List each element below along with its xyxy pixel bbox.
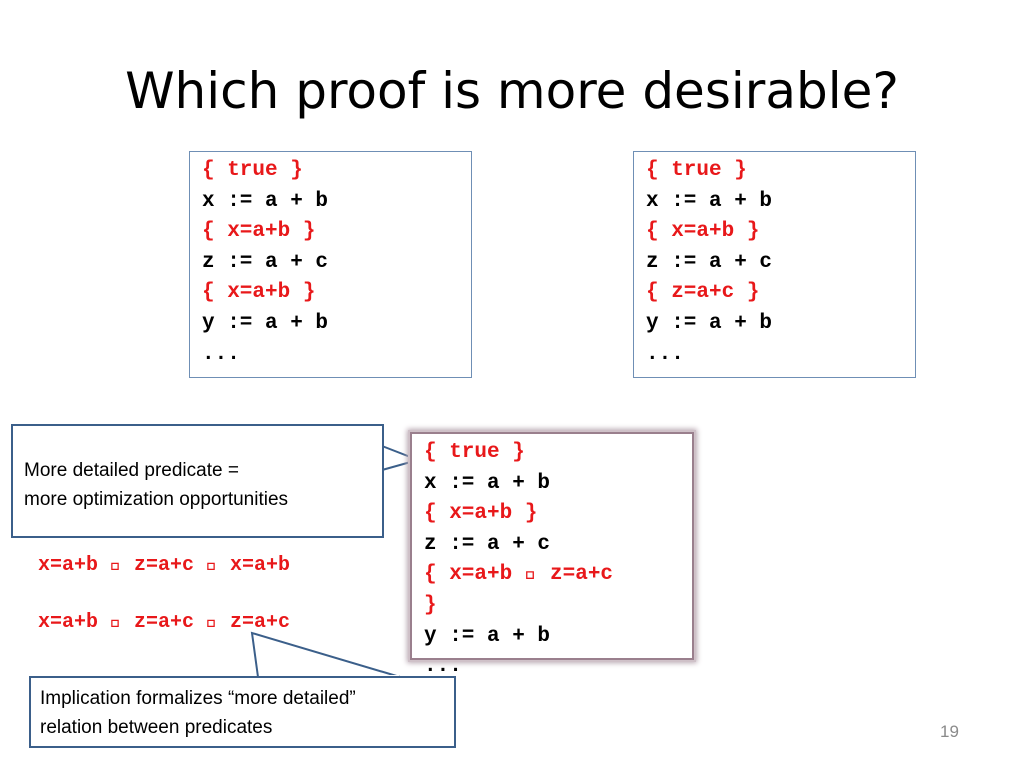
code-line: y := a + b	[424, 624, 551, 648]
code-line: ...	[424, 655, 462, 679]
code-line: { z=a+c }	[646, 281, 760, 305]
code-line: { x=a+b  z=a+c	[424, 563, 614, 587]
code-line: { true }	[424, 441, 525, 464]
callout-bottom: Implication formalizes “more detailed” r…	[29, 676, 456, 748]
callout-top: More detailed predicate = more optimizat…	[11, 424, 384, 538]
code-line: ...	[646, 342, 684, 366]
code-line: x := a + b	[646, 189, 773, 213]
implication-2: x=a+b  z=a+c  z=a+c	[38, 611, 291, 634]
callout-top-line-1: More detailed predicate =	[24, 460, 239, 481]
callout-bottom-line-1: Implication formalizes “more detailed”	[40, 688, 356, 709]
code-line: { true }	[202, 159, 303, 182]
code-line: z := a + c	[646, 250, 773, 274]
proof-box-left: { true } x := a + b { x=a+b } z := a + c { x…	[189, 151, 472, 378]
code-line: z := a + c	[424, 532, 551, 556]
proof-box-middle: { true } x := a + b { x=a+b } z := a + c { x…	[410, 432, 694, 678]
code-line: { x=a+b }	[646, 220, 760, 244]
code-line: z := a + c	[202, 250, 329, 274]
code-line: y := a + b	[646, 311, 773, 335]
code-line: { x=a+b }	[202, 220, 316, 244]
code-line: { x=a+b }	[202, 281, 316, 305]
page-number: 19	[940, 722, 959, 741]
code-line: }	[424, 593, 437, 617]
code-line: x := a + b	[424, 471, 551, 495]
slide-title: Which proof is more desirable?	[125, 62, 899, 120]
code-line: ...	[202, 342, 240, 366]
code-line: { true }	[646, 159, 747, 182]
callout-bottom-pointer	[250, 631, 401, 678]
code-line: x := a + b	[202, 189, 329, 213]
code-line: y := a + b	[202, 311, 329, 335]
callout-top-line-2: more optimization opportunities	[24, 489, 289, 510]
proof-box-right: { true } x := a + b { x=a+b } z := a + c { z…	[633, 151, 916, 378]
code-line: { x=a+b }	[424, 502, 538, 526]
implication-1: x=a+b  z=a+c  x=a+b	[38, 554, 291, 577]
callout-bottom-line-2: relation between predicates	[40, 717, 273, 738]
